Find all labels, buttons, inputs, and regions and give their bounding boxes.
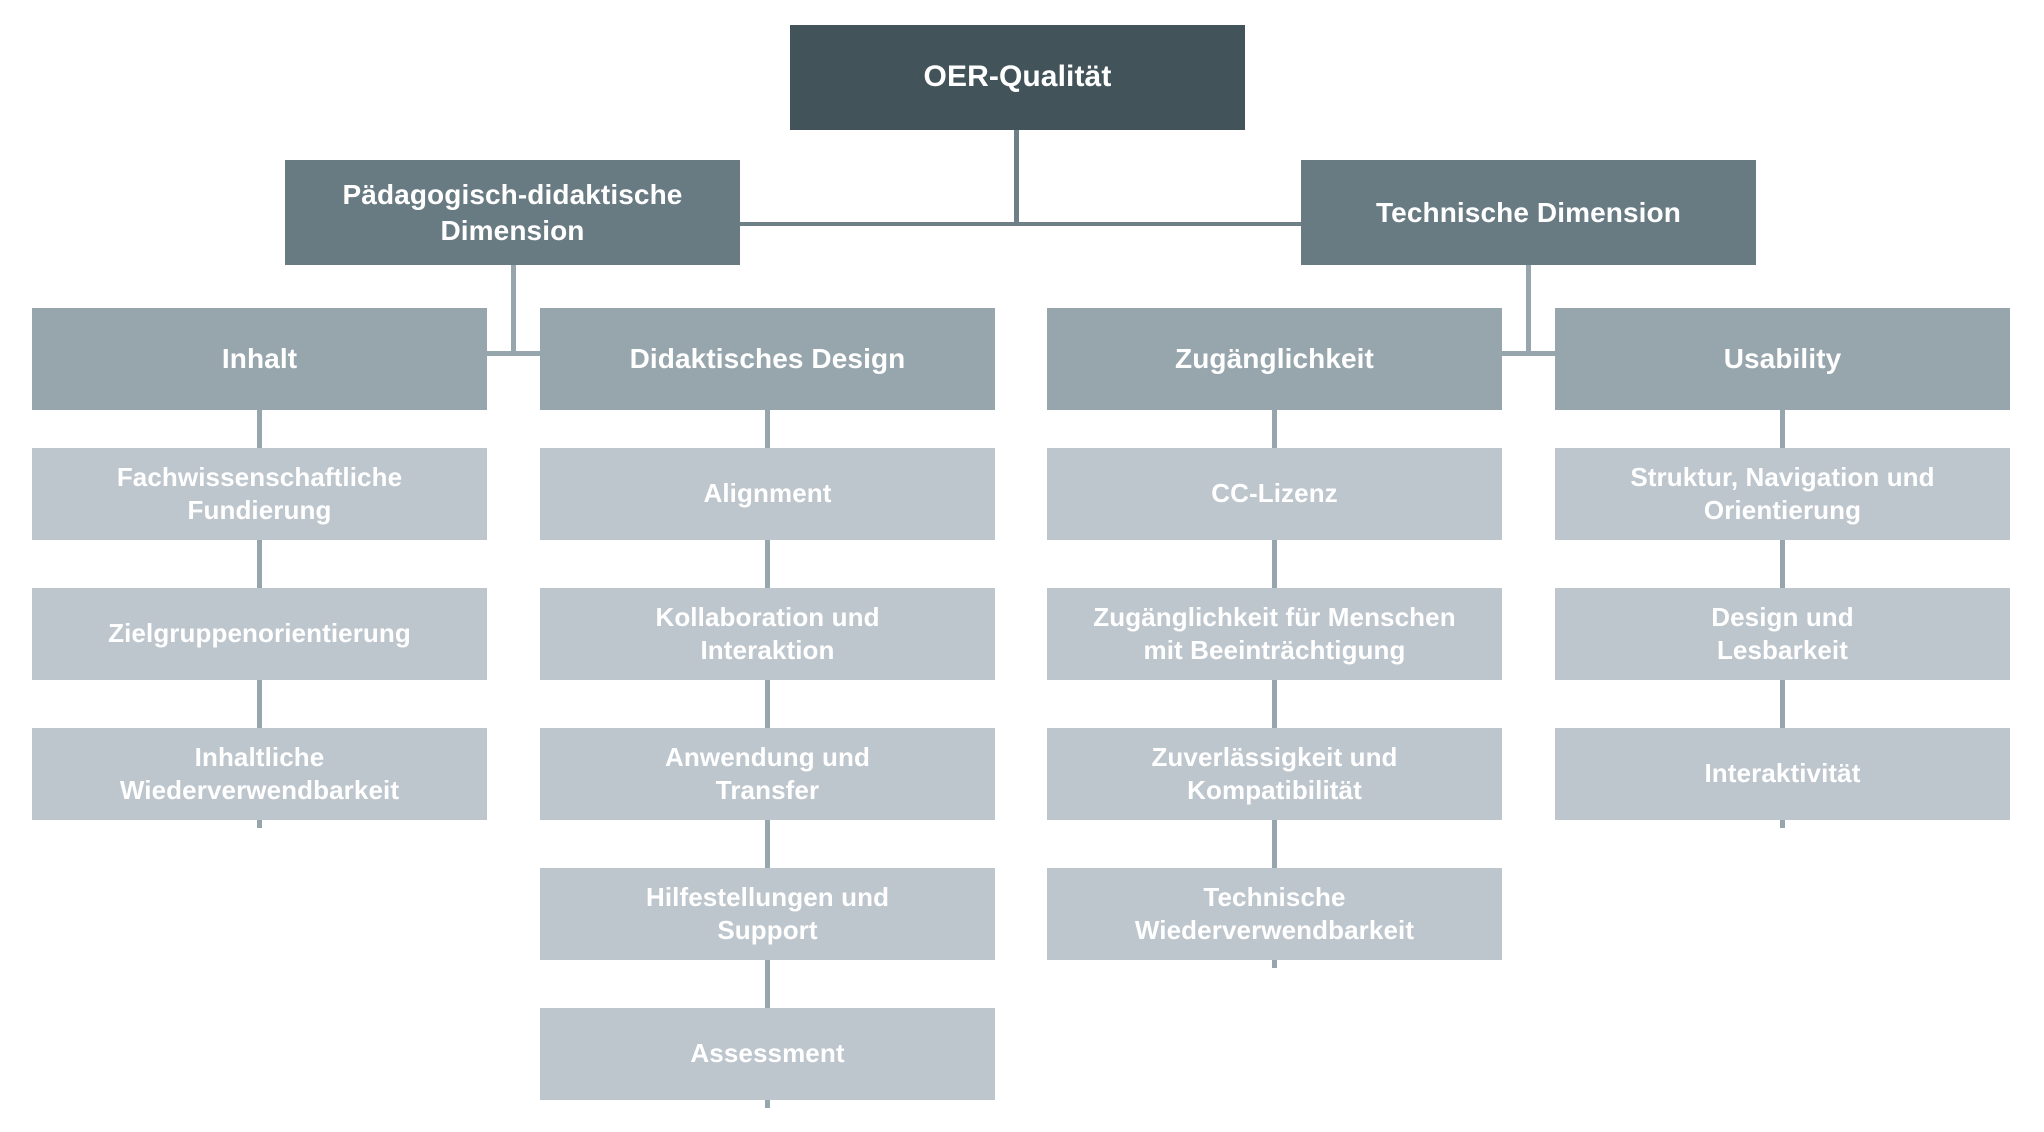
node-criterion-alignment[interactable]: Alignment	[540, 448, 995, 540]
node-criterion-zielgruppenorientierung[interactable]: Zielgruppenorientierung	[32, 588, 487, 680]
connector-paed-stem	[511, 265, 516, 355]
node-label: Zugänglichkeit für Menschen mit Beeinträ…	[1093, 601, 1456, 665]
node-criterion-cc-lizenz[interactable]: CC-Lizenz	[1047, 448, 1502, 540]
node-label: Zielgruppenorientierung	[108, 618, 411, 649]
connector-tech-stem	[1526, 265, 1531, 355]
node-label: Hilfestellungen und Support	[645, 881, 890, 945]
node-label: Inhalt	[221, 343, 298, 375]
node-dimension-technische[interactable]: Technische Dimension	[1301, 160, 1756, 265]
node-label: Struktur, Navigation und Orientierung	[1630, 461, 1935, 525]
connector-column-zugaenglichkeit	[1272, 410, 1277, 968]
node-criterion-interaktivitaet[interactable]: Interaktivität	[1555, 728, 2010, 820]
node-criterion-zugaenglichkeit-fuer-menschen-mit-beeintraechtigung[interactable]: Zugänglichkeit für Menschen mit Beeinträ…	[1047, 588, 1502, 680]
node-criterion-inhaltliche-wiederverwendbarkeit[interactable]: Inhaltliche Wiederverwendbarkeit	[32, 728, 487, 820]
node-label: Fachwissenschaftliche Fundierung	[116, 461, 403, 525]
node-criterion-anwendung-und-transfer[interactable]: Anwendung und Transfer	[540, 728, 995, 820]
node-label: Didaktisches Design	[629, 343, 906, 375]
node-criterion-hilfestellungen-und-support[interactable]: Hilfestellungen und Support	[540, 868, 995, 960]
node-label: Assessment	[690, 1038, 845, 1069]
node-label: Zuverlässigkeit und Kompatibilität	[1151, 741, 1398, 805]
node-label: Kollaboration und Interaktion	[655, 601, 880, 665]
node-criterion-struktur-navigation-und-orientierung[interactable]: Struktur, Navigation und Orientierung	[1555, 448, 2010, 540]
node-category-usability[interactable]: Usability	[1555, 308, 2010, 410]
connector-category-spine-left	[487, 351, 541, 356]
node-criterion-fachwissenschaftliche-fundierung[interactable]: Fachwissenschaftliche Fundierung	[32, 448, 487, 540]
node-criterion-kollaboration-und-interaktion[interactable]: Kollaboration und Interaktion	[540, 588, 995, 680]
connector-category-spine-right	[1502, 351, 1556, 356]
node-criterion-zuverlaessigkeit-und-kompatibilitaet[interactable]: Zuverlässigkeit und Kompatibilität	[1047, 728, 1502, 820]
node-label: Zugänglichkeit	[1175, 343, 1374, 375]
node-label: OER-Qualität	[923, 60, 1112, 94]
node-dimension-paedagogisch-didaktisch[interactable]: Pädagogisch-didaktische Dimension	[285, 160, 740, 265]
node-label: Pädagogisch-didaktische Dimension	[342, 178, 683, 246]
node-label: Technische Dimension	[1376, 196, 1681, 228]
node-label: Alignment	[703, 478, 832, 509]
node-label: Anwendung und Transfer	[665, 741, 870, 805]
node-category-zugaenglichkeit[interactable]: Zugänglichkeit	[1047, 308, 1502, 410]
node-criterion-design-und-lesbarkeit[interactable]: Design und Lesbarkeit	[1555, 588, 2010, 680]
node-label: Technische Wiederverwendbarkeit	[1134, 881, 1415, 945]
node-label: CC-Lizenz	[1211, 478, 1338, 509]
connector-dimension-spine	[740, 222, 1301, 226]
node-category-inhalt[interactable]: Inhalt	[32, 308, 487, 410]
node-root-oer-qualitaet[interactable]: OER-Qualität	[790, 25, 1245, 130]
node-criterion-technische-wiederverwendbarkeit[interactable]: Technische Wiederverwendbarkeit	[1047, 868, 1502, 960]
connector-root-stem	[1014, 130, 1019, 226]
node-category-didaktisches-design[interactable]: Didaktisches Design	[540, 308, 995, 410]
node-label: Design und Lesbarkeit	[1711, 601, 1854, 665]
node-label: Inhaltliche Wiederverwendbarkeit	[119, 741, 400, 805]
node-criterion-assessment[interactable]: Assessment	[540, 1008, 995, 1100]
node-label: Usability	[1723, 343, 1842, 375]
node-label: Interaktivität	[1704, 758, 1861, 789]
